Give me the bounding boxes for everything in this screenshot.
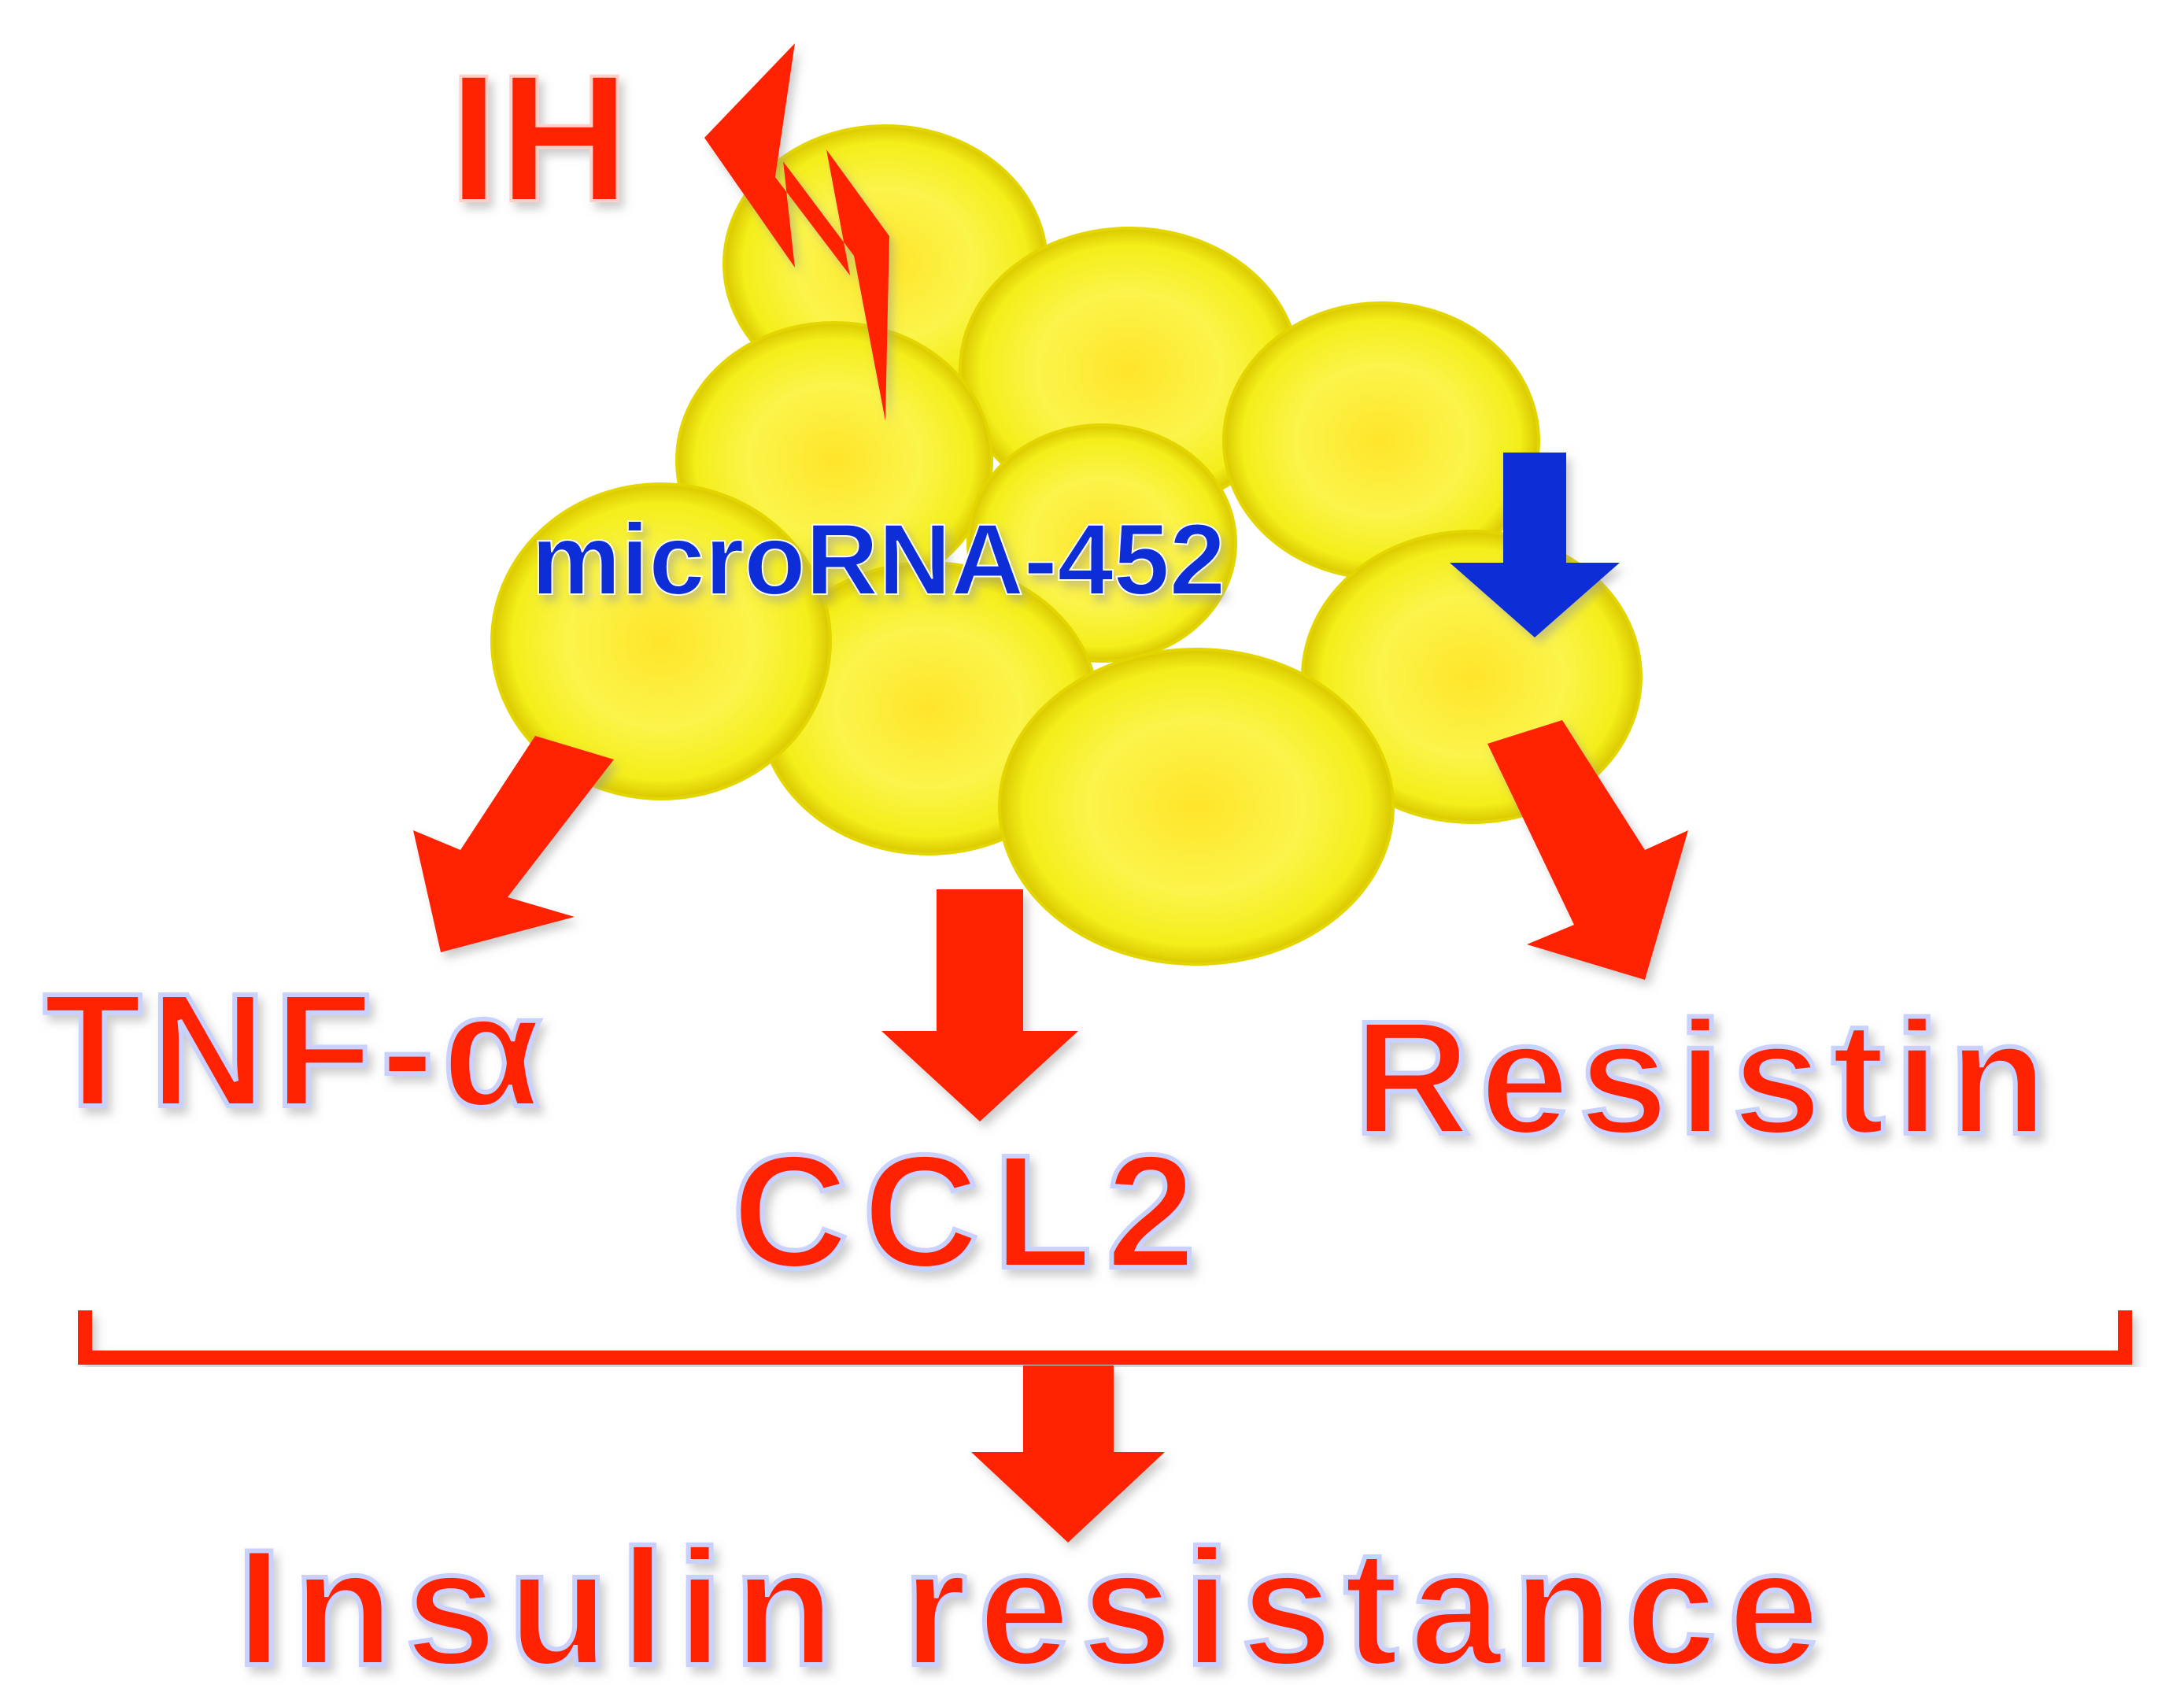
arrow-to-insulin-resistance [971,1365,1165,1543]
arrow-to-resistin [1487,720,1688,980]
down-arrow-icon [1450,453,1620,637]
arrow-to-ccl2 [881,889,1078,1121]
arrow-to-tnf [413,736,614,952]
factor-label-resistin: Resistin [1354,988,2057,1168]
outcome-label-insulin-resistance: Insulin resistance [236,1515,1831,1685]
factor-label-ccl2: CCL2 [732,1121,1210,1302]
factor-label-tnf-alpha: TNF-α [43,960,549,1140]
trigger-label-ih: IH [449,37,630,239]
grouping-bracket [78,1310,2132,1365]
lightning-bolt-icon [704,43,889,421]
fat-cell [490,482,832,800]
mirna-label: microRNA-452 [531,504,1225,616]
fat-cell [998,648,1395,966]
